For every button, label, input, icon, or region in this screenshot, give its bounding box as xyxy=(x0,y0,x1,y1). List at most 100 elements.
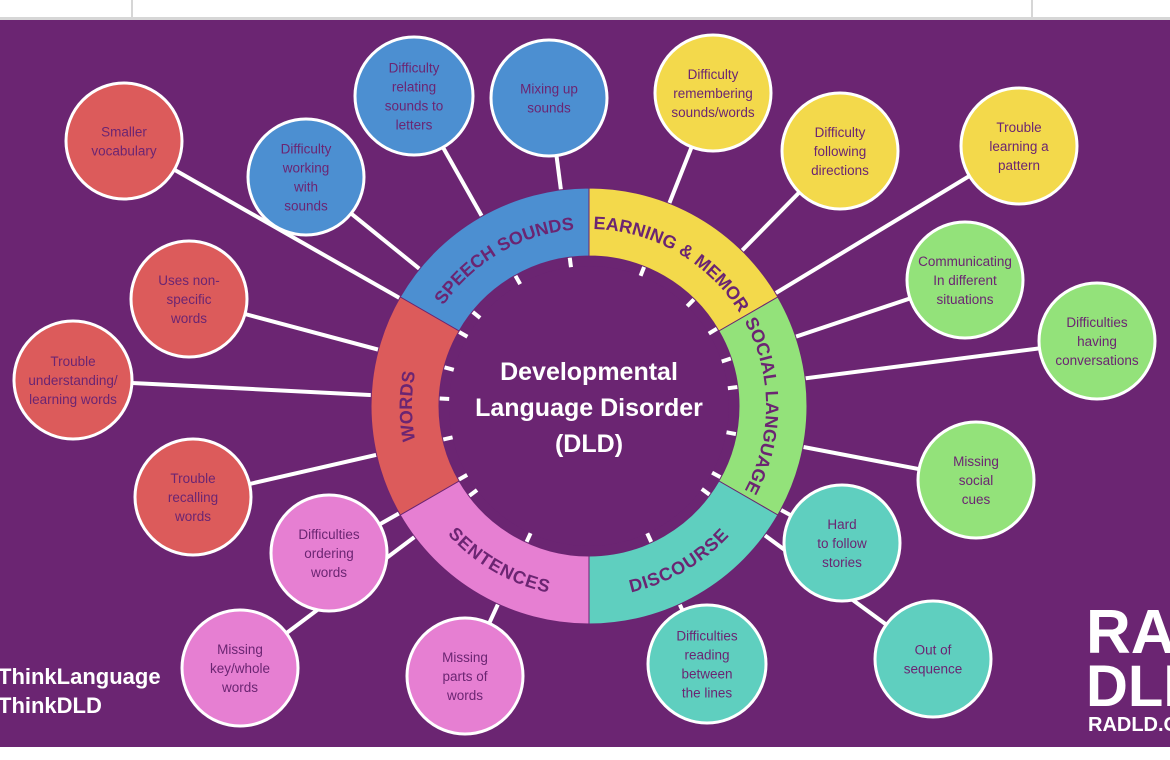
bubble-label-line: Hard xyxy=(827,517,856,532)
bubble-label-line: cues xyxy=(962,492,991,507)
bubble-circle-hard-to-follow-stories xyxy=(782,483,902,603)
dld-diagram: SPEECH SOUNDSLEARNING & MEMORYSOCIAL LAN… xyxy=(0,20,1170,747)
ring-label-words: WORDS xyxy=(396,369,419,443)
bubble-label-line: working xyxy=(282,161,330,176)
bubble-label-line: specific xyxy=(166,292,211,307)
bubble-circle-difficulties-ordering-words xyxy=(269,493,389,613)
bubble-label-uses-non-specific-words: Uses non-specific words xyxy=(158,273,220,326)
logo-url: RADLD.OR xyxy=(1088,714,1170,736)
bubble-label-line: Trouble xyxy=(50,354,95,369)
bubble-label-line: Difficulties xyxy=(298,527,360,542)
bubble-label-line: vocabulary xyxy=(91,144,157,159)
bubble-label-line: Trouble xyxy=(170,471,215,486)
ring-label-text-words: WORDS xyxy=(396,369,419,443)
bubble-label-line: words xyxy=(170,311,207,326)
category-ring xyxy=(370,187,808,625)
bubble-label-line: learning words xyxy=(29,392,117,407)
bubble-label-line: ordering xyxy=(304,546,354,561)
bubble-label-line: situations xyxy=(936,292,993,307)
bubble-label-line: Smaller xyxy=(101,125,147,140)
bubble-label-line: In different xyxy=(933,273,997,288)
bubble-label-trouble-recalling-words: Trouble recalling words xyxy=(168,471,218,524)
browser-top-strip xyxy=(0,0,1170,20)
bubble-label-line: Communicating xyxy=(918,254,1012,269)
bubble-label-line: Difficulties xyxy=(1066,315,1128,330)
bubble-uses-non-specific-words: Uses non-specific words xyxy=(129,239,249,359)
bubble-circle-difficulties-reading-between-the-lines xyxy=(646,603,768,725)
bubble-circle-missing-social-cues xyxy=(916,420,1036,540)
bubble-label-line: relating xyxy=(392,80,436,95)
bubble-label-line: Missing xyxy=(442,650,488,665)
bubble-label-line: words xyxy=(174,509,211,524)
bubble-label-line: key/whole xyxy=(210,661,270,676)
bubble-label-line: sounds/words xyxy=(671,105,755,120)
center-circle xyxy=(449,266,729,546)
top-strip-divider-right xyxy=(1031,0,1033,20)
bubble-difficulties-ordering-words: Difficulties ordering words xyxy=(269,493,389,613)
hashtag-think-dld: ThinkDLD xyxy=(0,693,102,718)
bubble-label-smaller-vocabulary: Smaller vocabulary xyxy=(91,125,157,159)
hashtag-think-language: ThinkLanguage xyxy=(0,664,161,689)
bubble-communicating-in-different-situations: Communicating In different situations xyxy=(905,220,1025,340)
bubble-smaller-vocabulary: Smaller vocabulary xyxy=(64,81,184,201)
center-title-line-1: Developmental xyxy=(500,358,678,386)
bubble-label-line: Difficulty xyxy=(281,142,332,157)
bubble-label-line: sequence xyxy=(904,662,963,677)
bubble-label-line: Uses non- xyxy=(158,273,220,288)
bubble-circle-out-of-sequence xyxy=(873,599,993,719)
bubble-circle-trouble-understanding-learning-words xyxy=(12,319,134,441)
bubble-label-line: sounds to xyxy=(385,99,444,114)
bubble-label-line: recalling xyxy=(168,490,218,505)
bubble-label-line: Difficulty xyxy=(688,67,739,82)
bubble-label-line: sounds xyxy=(284,199,328,214)
bubble-circle-missing-key-whole-words xyxy=(180,608,300,728)
bubble-label-line: the lines xyxy=(682,686,733,701)
top-strip-border xyxy=(0,17,1170,20)
bubble-label-line: words xyxy=(221,680,258,695)
center-title-line-2: Language Disorder xyxy=(475,394,703,422)
top-strip-divider-left xyxy=(131,0,133,20)
bubble-trouble-recalling-words: Trouble recalling words xyxy=(133,437,253,557)
bubble-circle-mixing-up-sounds xyxy=(489,38,609,158)
bubble-circle-trouble-recalling-words xyxy=(133,437,253,557)
bubble-circle-difficulty-remembering-sounds-words xyxy=(653,33,773,153)
bubble-circle-trouble-learning-a-pattern xyxy=(959,86,1079,206)
bubble-label-line: pattern xyxy=(998,158,1040,173)
bubble-label-communicating-in-different-situations: Communicating In different situations xyxy=(918,254,1012,307)
bubble-label-line: between xyxy=(681,667,732,682)
ring-segment-words xyxy=(370,296,460,516)
bubble-label-line: sounds xyxy=(527,101,571,116)
bubble-label-line: following xyxy=(814,144,867,159)
bubble-label-line: words xyxy=(310,565,347,580)
bubble-label-line: Difficulty xyxy=(815,125,866,140)
bubble-circle-uses-non-specific-words xyxy=(129,239,249,359)
bubble-circle-difficulties-having-conversations xyxy=(1037,281,1157,401)
bubble-label-line: social xyxy=(959,473,994,488)
bubble-label-line: learning a xyxy=(989,139,1049,154)
bubble-label-line: conversations xyxy=(1055,353,1139,368)
bubble-circle-difficulty-following-directions xyxy=(780,91,900,211)
radld-logo: RA DLD RADLD.OR xyxy=(1086,598,1170,736)
bubble-circle-difficulty-relating-sounds-to-letters xyxy=(353,35,475,157)
bubble-circle-difficulty-working-with-sounds xyxy=(246,117,366,237)
